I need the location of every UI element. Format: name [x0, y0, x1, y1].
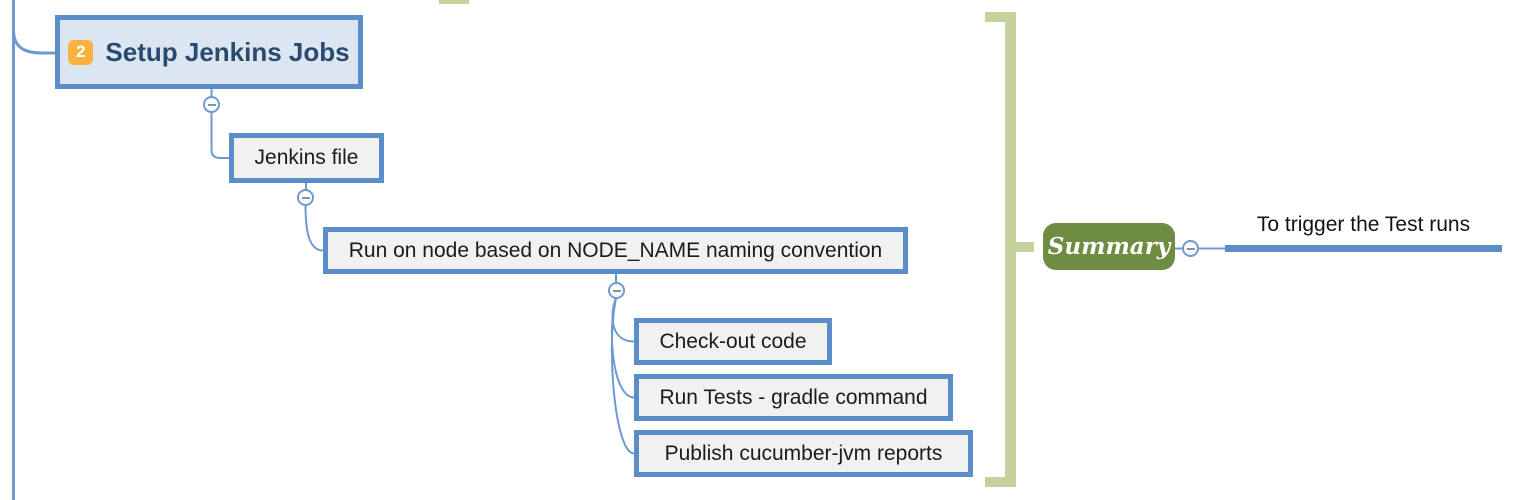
- topic-check-out-code[interactable]: Check-out code: [634, 318, 832, 365]
- summary-bracket-bottom-cap: [985, 477, 1016, 487]
- collapse-button-setup-jenkins-jobs[interactable]: [203, 96, 220, 113]
- connector-button-to-run-on-node: [304, 204, 324, 252]
- connector-button-to-step-1: [611, 297, 635, 399]
- minus-icon: [207, 103, 216, 106]
- minus-icon: [1186, 247, 1195, 250]
- summary-bracket-top-cap: [985, 12, 1016, 22]
- summary-pill[interactable]: Summary: [1043, 223, 1175, 270]
- topic-label: Setup Jenkins Jobs: [105, 36, 350, 67]
- topic-publish-cucumber-reports[interactable]: Publish cucumber-jvm reports: [634, 430, 973, 477]
- connector-button-to-jenkins-file: [210, 112, 229, 159]
- topic-label: Jenkins file: [254, 146, 359, 169]
- minus-icon: [301, 196, 310, 199]
- collapse-button-run-on-node[interactable]: [608, 282, 625, 299]
- topic-run-on-node[interactable]: Run on node based on NODE_NAME naming co…: [323, 227, 908, 274]
- topic-label: Run on node based on NODE_NAME naming co…: [348, 238, 883, 262]
- topic-label: To trigger the Test runs: [1256, 213, 1471, 236]
- summary-bracket-bar: [1005, 12, 1016, 487]
- topic-run-tests-gradle[interactable]: Run Tests - gradle command: [634, 374, 953, 421]
- clipped-bracket-strip: [439, 0, 469, 4]
- topic-label: Run Tests - gradle command: [659, 385, 928, 409]
- connector-button-to-step-2: [610, 297, 635, 455]
- minus-icon: [612, 289, 621, 292]
- summary-label: Summary: [1047, 233, 1171, 260]
- topic-to-trigger-test-runs[interactable]: To trigger the Test runs: [1225, 213, 1502, 237]
- branch-curve-main: [12, 29, 55, 55]
- line-topic-underline: [1225, 245, 1502, 252]
- priority-badge: 2: [68, 39, 94, 65]
- topic-label: Publish cucumber-jvm reports: [664, 441, 943, 465]
- collapse-button-jenkins-file[interactable]: [297, 189, 314, 206]
- topic-label: Check-out code: [659, 329, 807, 353]
- summary-bracket-stub: [1016, 242, 1034, 252]
- topic-jenkins-file[interactable]: Jenkins file: [229, 133, 384, 183]
- collapse-button-summary[interactable]: [1182, 240, 1199, 257]
- topic-setup-jenkins-jobs[interactable]: 2 Setup Jenkins Jobs: [55, 15, 363, 89]
